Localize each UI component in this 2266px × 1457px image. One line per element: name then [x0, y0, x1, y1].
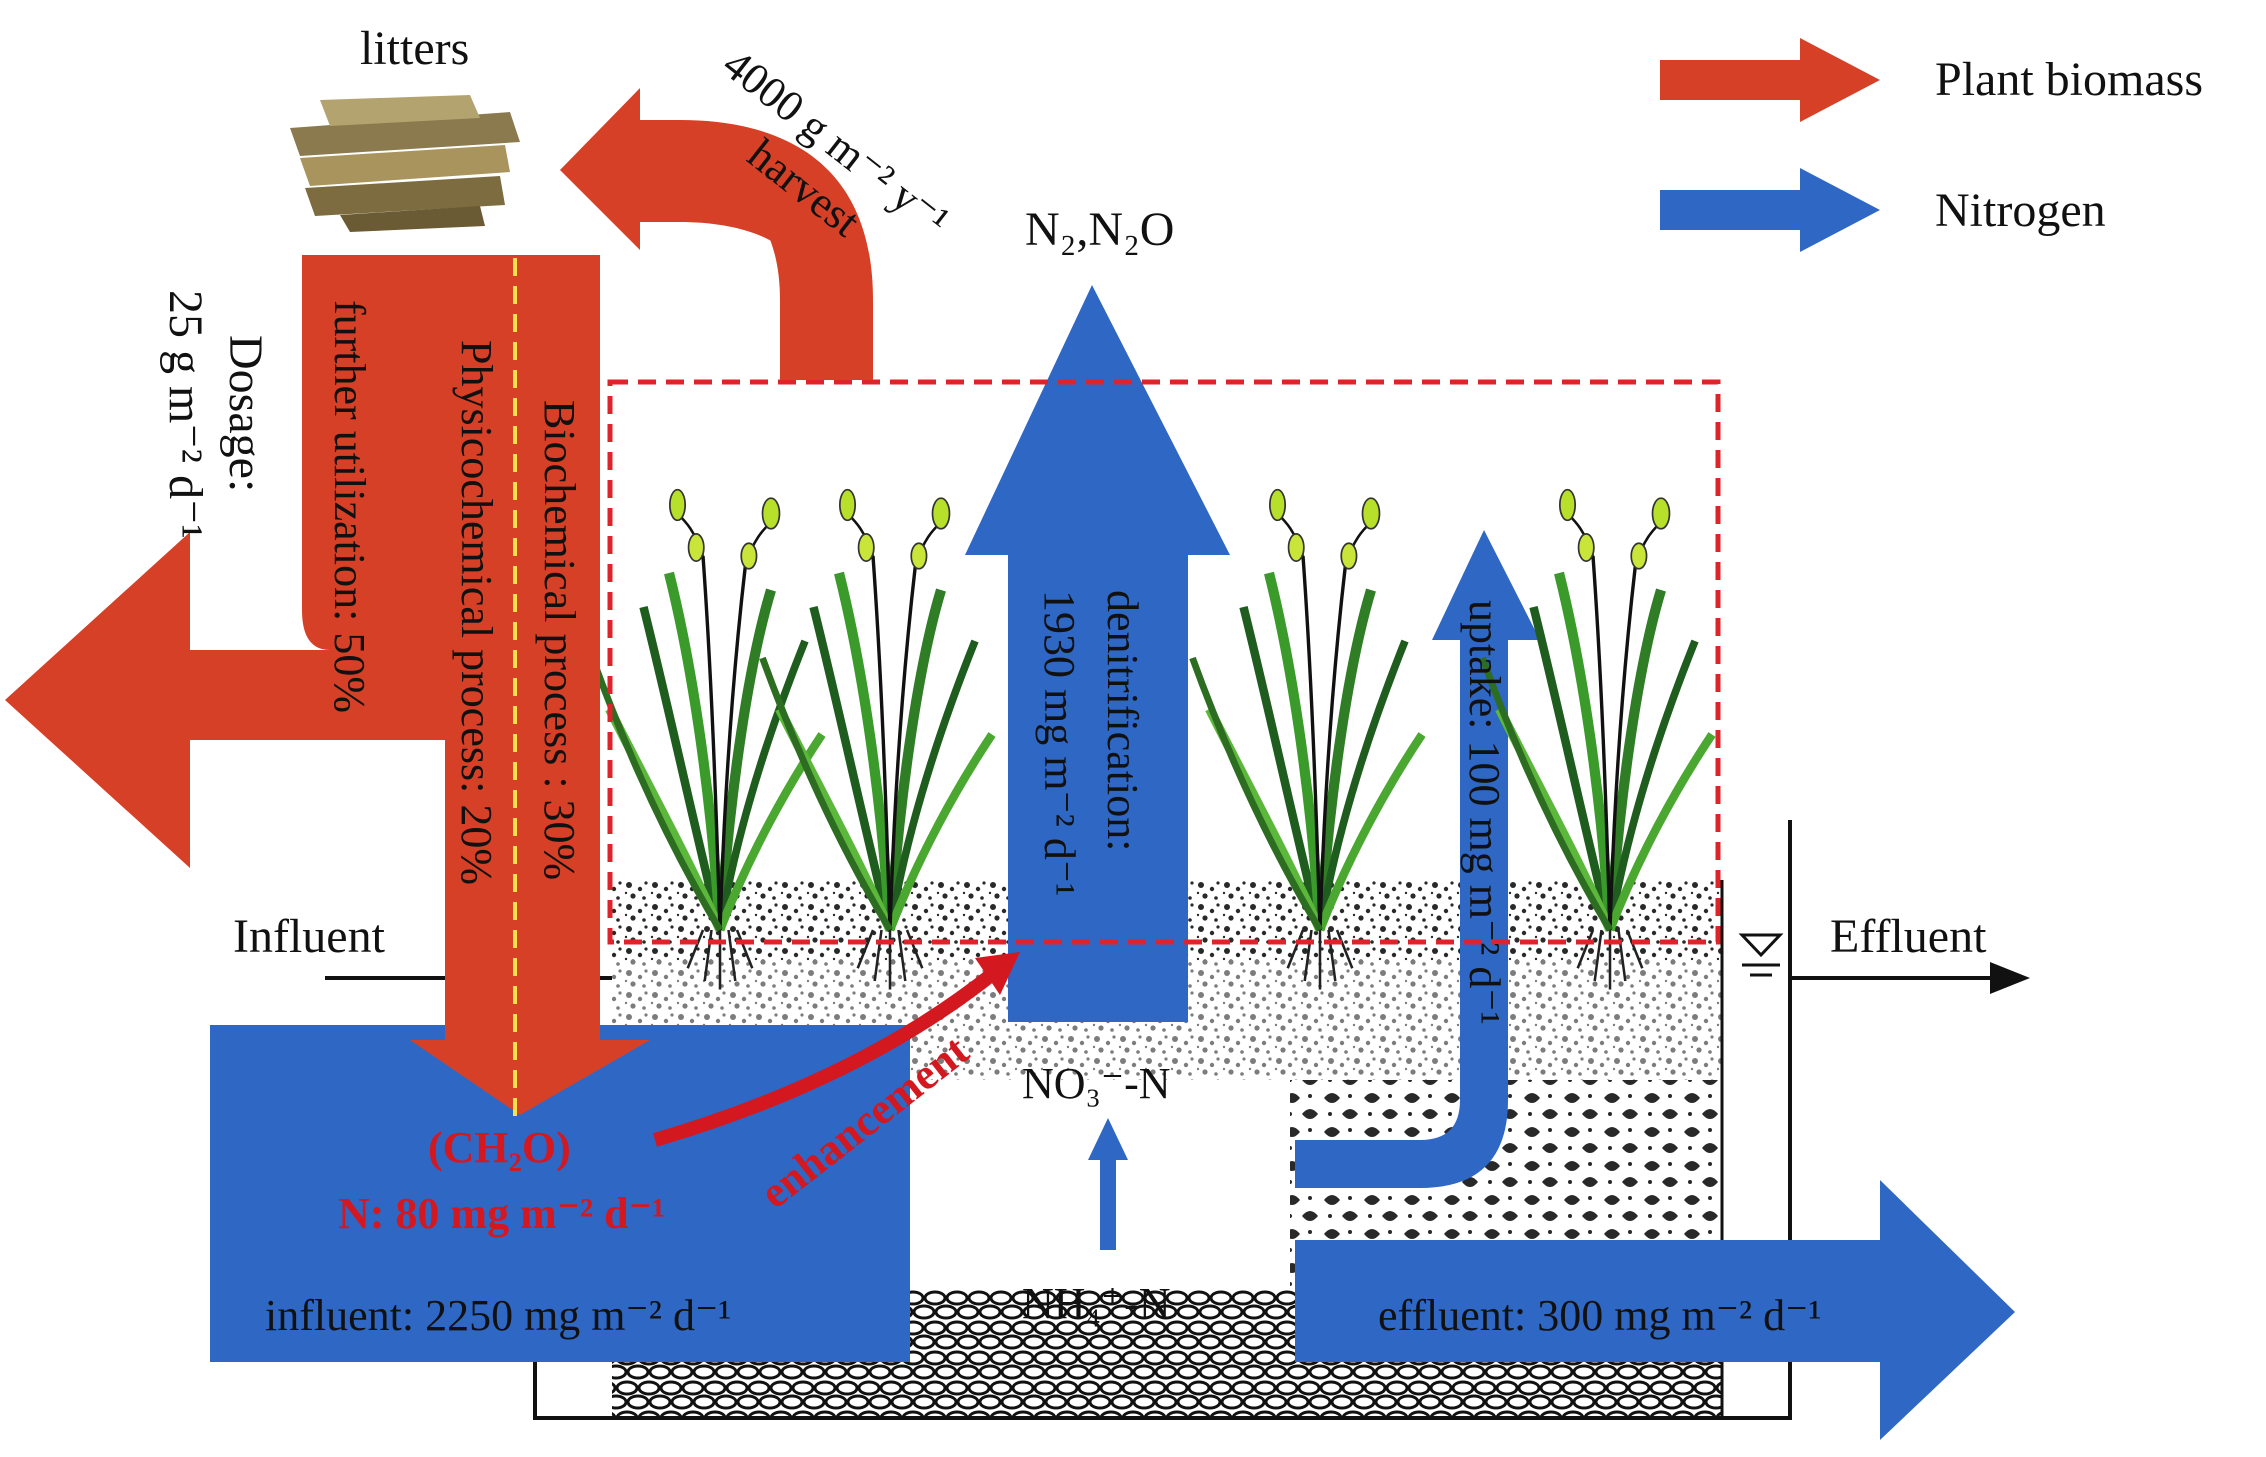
dosage-label-2: 25 g m⁻² d⁻¹ [159, 290, 212, 539]
plant-zone-box [607, 379, 1721, 945]
effluent-arrowhead [1990, 962, 2030, 994]
denitrification-label-2: 1930 mg m⁻² d⁻¹ [1035, 590, 1084, 896]
litters-label: litters [360, 22, 469, 75]
biochemical-label: Biochemical process : 30% [535, 400, 584, 880]
gas-label: N₂,N₂O [1025, 203, 1174, 256]
influent-label: Influent [233, 910, 386, 963]
uptake-label: uptake: 100 mg m⁻² d⁻¹ [1460, 600, 1509, 1025]
legend-nitrogen-label: Nitrogen [1935, 184, 2106, 237]
effluent-label: Effluent [1830, 910, 1987, 963]
denitrification-arrow [965, 285, 1230, 1022]
further-utilization-label: further utilization: 50% [325, 300, 374, 713]
harvest-arrow-body [560, 88, 873, 380]
n-carbon-label: N: 80 mg m⁻² d⁻¹ [338, 1189, 665, 1238]
uptake-arrow [1295, 530, 1540, 1188]
enhancement-arrow [653, 966, 1000, 1147]
legend-nitrogen-arrow [1660, 168, 1880, 252]
legend-plant-arrow [1660, 38, 1880, 122]
influent-flow-label: influent: 2250 mg m⁻² d⁻¹ [265, 1291, 731, 1340]
process-arrow [410, 255, 650, 1115]
litters-icon [290, 95, 520, 232]
physicochemical-label: Physicochemical process: 20% [452, 340, 501, 885]
dosage-label-1: Dosage: [219, 335, 272, 492]
nh4-label: NH₄⁺-N [1022, 1279, 1171, 1328]
nitrogen-flows [210, 285, 2015, 1440]
ch2o-label: (CH₂O) [428, 1123, 571, 1172]
water-level-icon [1738, 933, 1784, 977]
no3-label: NO₃⁻-N [1022, 1059, 1171, 1108]
legend: Plant biomass Nitrogen [1660, 38, 2203, 252]
effluent-flow-arrow [1295, 1180, 2015, 1440]
nh4-to-no3-arrow [1088, 1118, 1128, 1250]
effluent-flow-label: effluent: 300 mg m⁻² d⁻¹ [1378, 1291, 1822, 1340]
denitrification-label-1: denitrification: [1098, 590, 1147, 851]
legend-plant-label: Plant biomass [1935, 53, 2203, 106]
